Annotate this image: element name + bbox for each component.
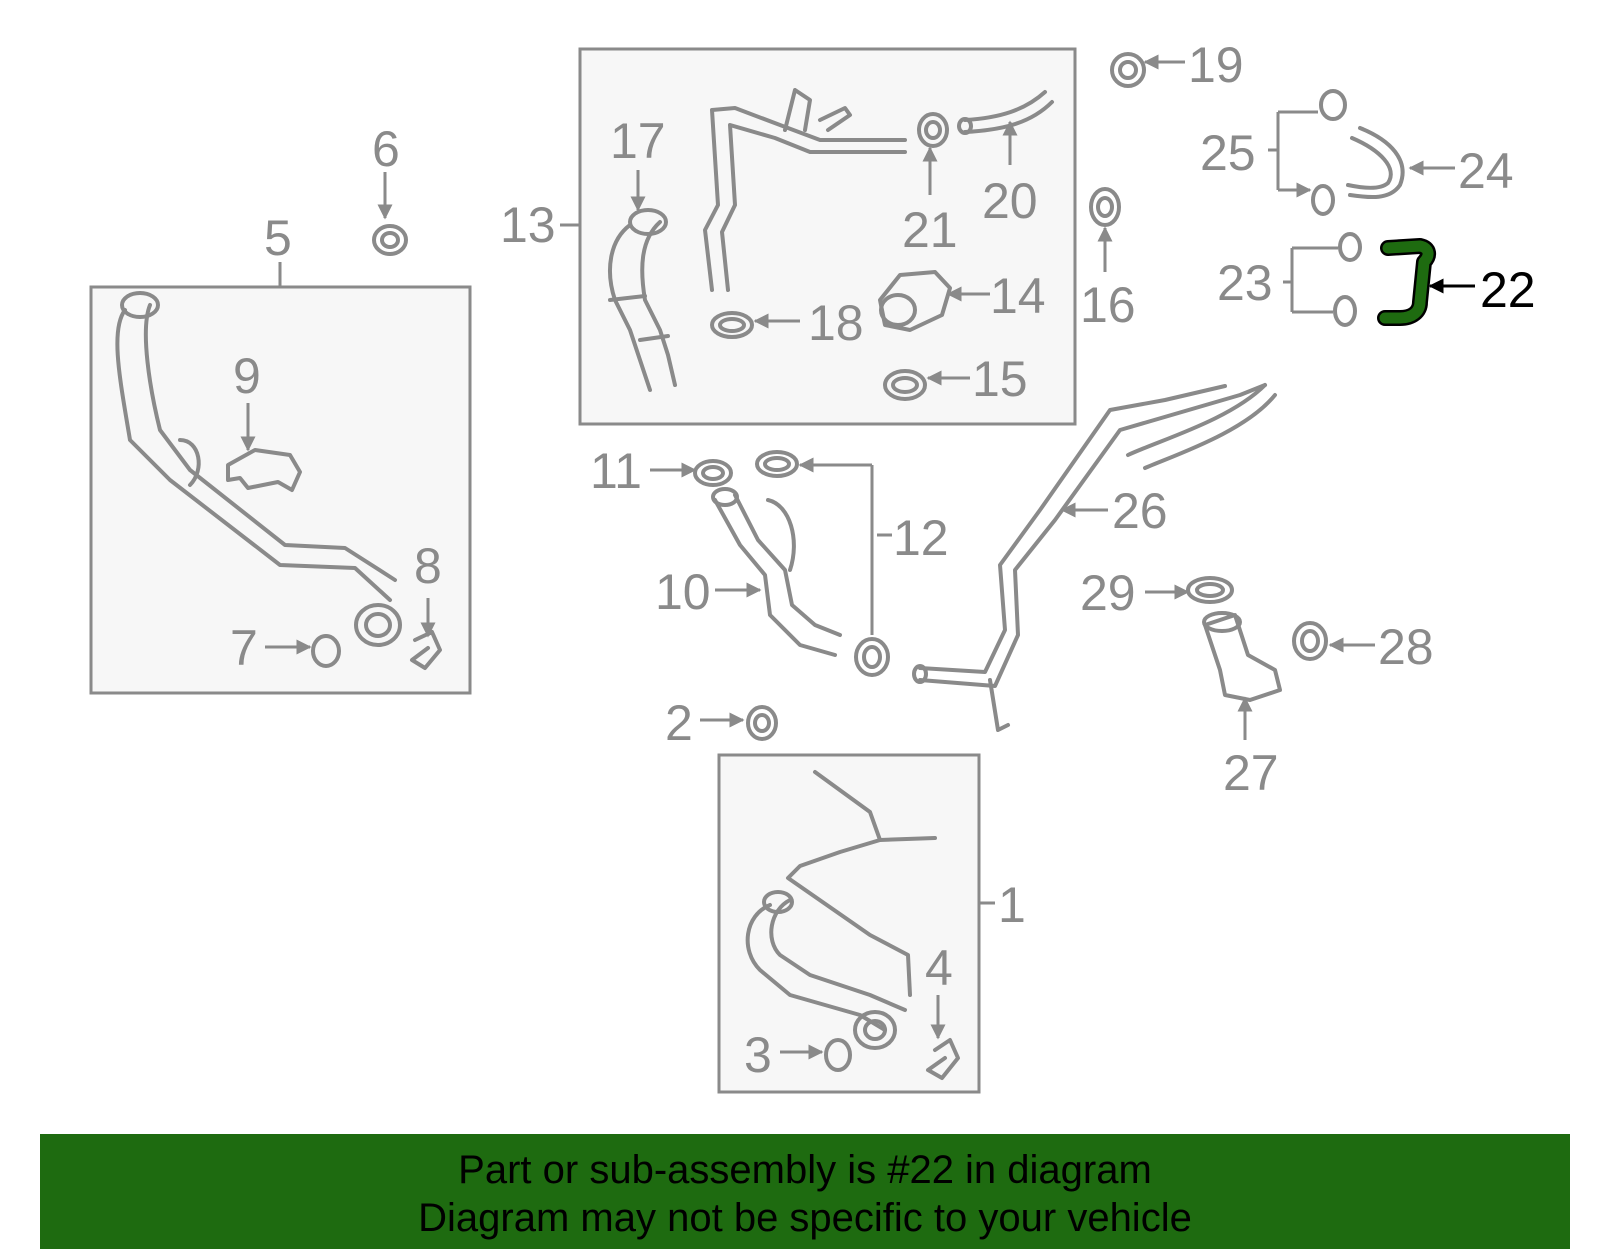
part-11-clamp[interactable] [693, 459, 733, 487]
info-banner: Part or sub-assembly is #22 in diagram D… [40, 1134, 1570, 1249]
part-25-clamp-lower[interactable] [1311, 184, 1335, 216]
callout-29: 29 [1080, 565, 1136, 621]
callout-7: 7 [230, 620, 258, 676]
part-23-clamp-lower[interactable] [1333, 295, 1357, 327]
callout-10: 10 [655, 564, 711, 620]
leader-12 [800, 465, 892, 635]
part-23-clamp-upper[interactable] [1338, 232, 1362, 262]
callout-1: 1 [998, 877, 1026, 933]
part-25-clamp-upper[interactable] [1319, 89, 1347, 121]
callout-13: 13 [500, 197, 556, 253]
callout-21: 21 [902, 202, 958, 258]
callout-2: 2 [665, 695, 693, 751]
part-27-elbow-hose[interactable] [1202, 611, 1282, 702]
callout-16: 16 [1080, 277, 1136, 333]
group-box-5 [89, 285, 472, 695]
callout-4: 4 [925, 940, 953, 996]
banner-line-2: Diagram may not be specific to your vehi… [418, 1196, 1192, 1240]
banner-line-1: Part or sub-assembly is #22 in diagram [458, 1148, 1152, 1192]
callout-14: 14 [990, 268, 1046, 324]
part-29-clamp[interactable] [1186, 576, 1234, 604]
callout-24: 24 [1458, 143, 1514, 199]
part-28-clamp[interactable] [1292, 621, 1328, 661]
part-5-hose-assembly[interactable] [115, 291, 402, 647]
callout-25: 25 [1200, 125, 1256, 181]
callout-19: 19 [1188, 37, 1244, 93]
part-12-clamp-top[interactable] [755, 450, 799, 478]
part-10-hose[interactable] [711, 487, 842, 657]
callout-20: 20 [982, 173, 1038, 229]
part-12-clamp-bottom[interactable] [854, 637, 890, 677]
callout-9: 9 [233, 348, 261, 404]
part-26-pipe[interactable] [912, 383, 1277, 732]
part-14-connector[interactable] [878, 270, 952, 332]
part-1-hose-assembly[interactable] [745, 770, 937, 1050]
part-9-bracket[interactable] [226, 448, 302, 492]
callout-15: 15 [972, 351, 1028, 407]
callout-18: 18 [808, 295, 864, 351]
part-4-clip[interactable] [926, 1038, 960, 1080]
callout-5: 5 [264, 210, 292, 266]
callout-6: 6 [372, 121, 400, 177]
part-13-hose-pipe[interactable] [703, 88, 907, 292]
part-7-o-ring[interactable] [311, 634, 341, 668]
leader-23 [1283, 246, 1338, 314]
part-18-clamp[interactable] [710, 311, 754, 339]
callout-12: 12 [893, 510, 949, 566]
callout-28: 28 [1378, 619, 1434, 675]
part-17-hose[interactable] [608, 208, 677, 392]
callout-26: 26 [1112, 483, 1168, 539]
part-24-hose[interactable] [1346, 126, 1405, 200]
part-21-clamp[interactable] [917, 112, 949, 148]
callout-27: 27 [1223, 745, 1279, 801]
part-15-clamp[interactable] [883, 369, 927, 401]
callout-22: 22 [1480, 262, 1536, 318]
part-16-clamp[interactable] [1089, 187, 1121, 227]
callout-23: 23 [1217, 255, 1273, 311]
part-6-clamp[interactable] [372, 224, 408, 256]
part-2-clamp[interactable] [746, 705, 778, 741]
part-22-hose-highlighted[interactable] [1377, 238, 1437, 326]
part-3-o-ring[interactable] [824, 1038, 852, 1072]
callout-8: 8 [414, 538, 442, 594]
leader-25 [1268, 110, 1318, 190]
callout-3: 3 [744, 1027, 772, 1083]
callout-17: 17 [610, 113, 666, 169]
group-box-13 [578, 47, 1077, 426]
part-19-clamp[interactable] [1110, 52, 1146, 88]
callout-11: 11 [590, 443, 642, 499]
